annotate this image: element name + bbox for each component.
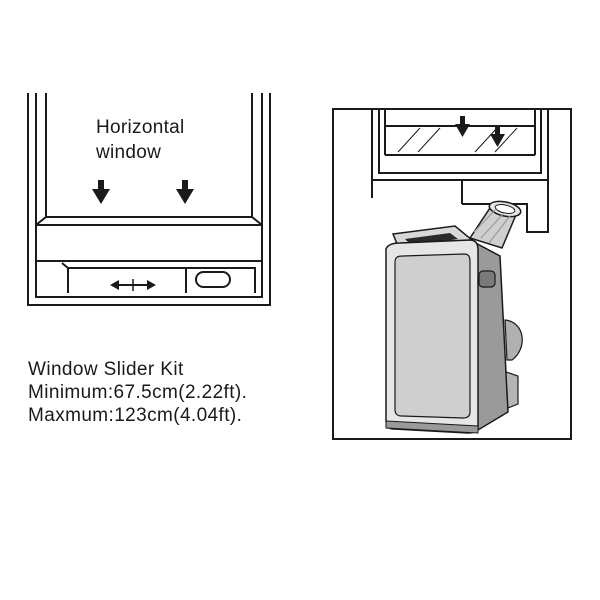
down-arrow-icon	[92, 180, 110, 204]
window-label-line1: Horizontal	[96, 117, 185, 138]
ac-installation-illustration	[332, 108, 572, 440]
horizontal-window-illustration	[27, 93, 271, 306]
window-type-label: Horizontal window	[96, 115, 185, 165]
down-arrow-icon	[176, 180, 194, 204]
portable-air-conditioner	[385, 225, 523, 434]
caption-minimum: Minimum:67.5cm(2.22ft).	[28, 382, 248, 403]
down-arrow-icon	[455, 116, 470, 137]
exhaust-hose	[468, 200, 522, 249]
down-arrow-icon	[490, 126, 505, 147]
window-slider-kit	[61, 262, 256, 293]
kit-caption: Window Slider Kit Minimum:67.5cm(2.22ft)…	[28, 358, 247, 427]
caption-title: Window Slider Kit	[28, 359, 184, 380]
caption-maximum: Maxmum:123cm(4.04ft).	[28, 405, 243, 426]
window-label-line2: window	[96, 142, 162, 163]
slide-direction-arrow-icon	[110, 279, 156, 291]
